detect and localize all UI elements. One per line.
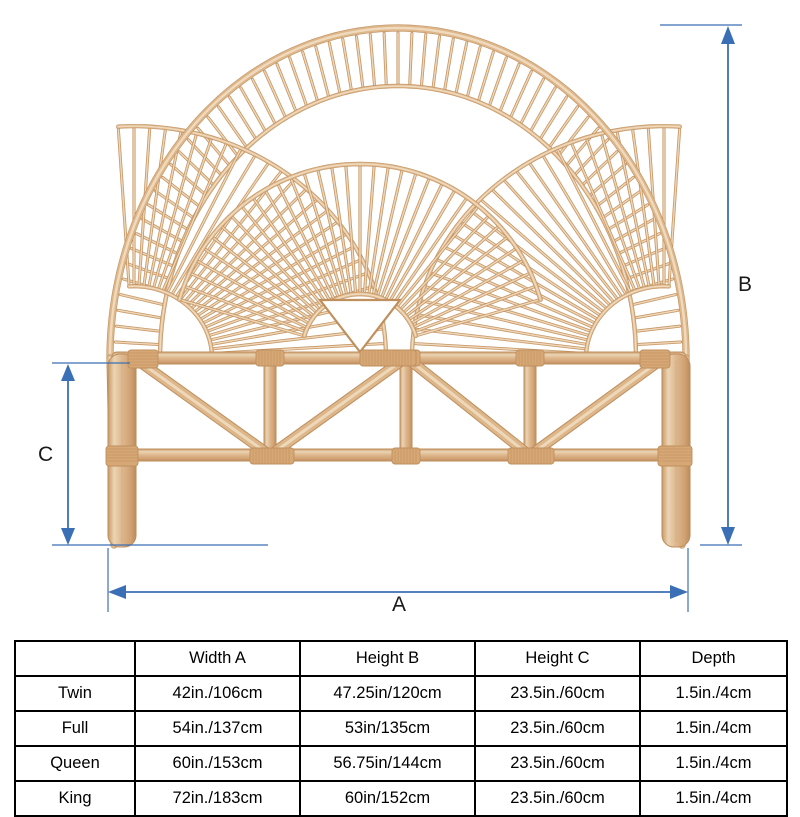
- arrowhead-a-left: [108, 585, 126, 599]
- table-header-depth: Depth: [639, 640, 788, 677]
- cell-height-b: 60in/152cm: [299, 780, 476, 817]
- cell-width-a: 72in./183cm: [134, 780, 301, 817]
- cell-height-c: 23.5in./60cm: [474, 675, 641, 712]
- cell-height-c: 23.5in./60cm: [474, 780, 641, 817]
- specification-table-container: Width A Height B Height C Depth Twin 42i…: [14, 640, 788, 817]
- binding-centre-top: [359, 349, 417, 367]
- dimension-label-c: C: [38, 443, 54, 466]
- arrowhead-b-bottom: [721, 527, 735, 545]
- truss-post-2: [399, 353, 413, 460]
- table-header-width-a: Width A: [134, 640, 301, 677]
- headboard-diagram: A B C: [38, 24, 753, 616]
- table-row: King 72in./183cm 60in/152cm 23.5in./60cm…: [14, 780, 788, 817]
- truss-post-1: [263, 353, 277, 460]
- cell-height-b: 47.25in/120cm: [299, 675, 476, 712]
- rattan-structure: [105, 24, 693, 549]
- specification-table: Width A Height B Height C Depth Twin 42i…: [14, 640, 788, 817]
- cell-height-c: 23.5in./60cm: [474, 710, 641, 747]
- arrowhead-c-bottom: [61, 528, 75, 545]
- dimension-label-b: B: [738, 273, 753, 296]
- arrowhead-c-top: [61, 364, 75, 381]
- cell-depth: 1.5in./4cm: [639, 745, 788, 782]
- arrowhead-b-top: [721, 26, 735, 44]
- table-row: Full 54in./137cm 53in/135cm 23.5in./60cm…: [14, 710, 788, 747]
- cell-height-b: 53in/135cm: [299, 710, 476, 747]
- cell-height-b: 56.75in/144cm: [299, 745, 476, 782]
- cell-width-a: 60in./153cm: [134, 745, 301, 782]
- truss-post-3: [523, 353, 537, 460]
- binding-truss-lower-right: [507, 447, 555, 465]
- table-header-row: Width A Height B Height C Depth: [14, 640, 788, 677]
- left-side-fan-arc: [127, 284, 215, 361]
- right-side-fan-arc: [583, 284, 671, 361]
- cell-depth: 1.5in./4cm: [639, 780, 788, 817]
- cell-depth: 1.5in./4cm: [639, 675, 788, 712]
- table-row: Twin 42in./106cm 47.25in/120cm 23.5in./6…: [14, 675, 788, 712]
- cell-width-a: 42in./106cm: [134, 675, 301, 712]
- cell-depth: 1.5in./4cm: [639, 710, 788, 747]
- dimension-label-a: A: [392, 593, 407, 616]
- dimension-diagram-page: A B C Width A Height B Height C Depth Tw…: [14, 24, 788, 817]
- cell-size: Queen: [14, 745, 136, 782]
- arrowhead-a-right: [670, 585, 688, 599]
- table-header-height-c: Height C: [474, 640, 641, 677]
- headboard-illustration: [52, 24, 742, 612]
- cell-height-c: 23.5in./60cm: [474, 745, 641, 782]
- table-header-height-b: Height B: [299, 640, 476, 677]
- cell-size: Twin: [14, 675, 136, 712]
- binding-truss-lower-left: [249, 447, 295, 465]
- centre-fan-eye: [317, 298, 403, 354]
- dimension-annotations: [52, 24, 742, 612]
- cell-size: Full: [14, 710, 136, 747]
- table-header-size: [14, 640, 136, 677]
- cell-width-a: 54in./137cm: [134, 710, 301, 747]
- table-row: Queen 60in./153cm 56.75in/144cm 23.5in./…: [14, 745, 788, 782]
- cell-size: King: [14, 780, 136, 817]
